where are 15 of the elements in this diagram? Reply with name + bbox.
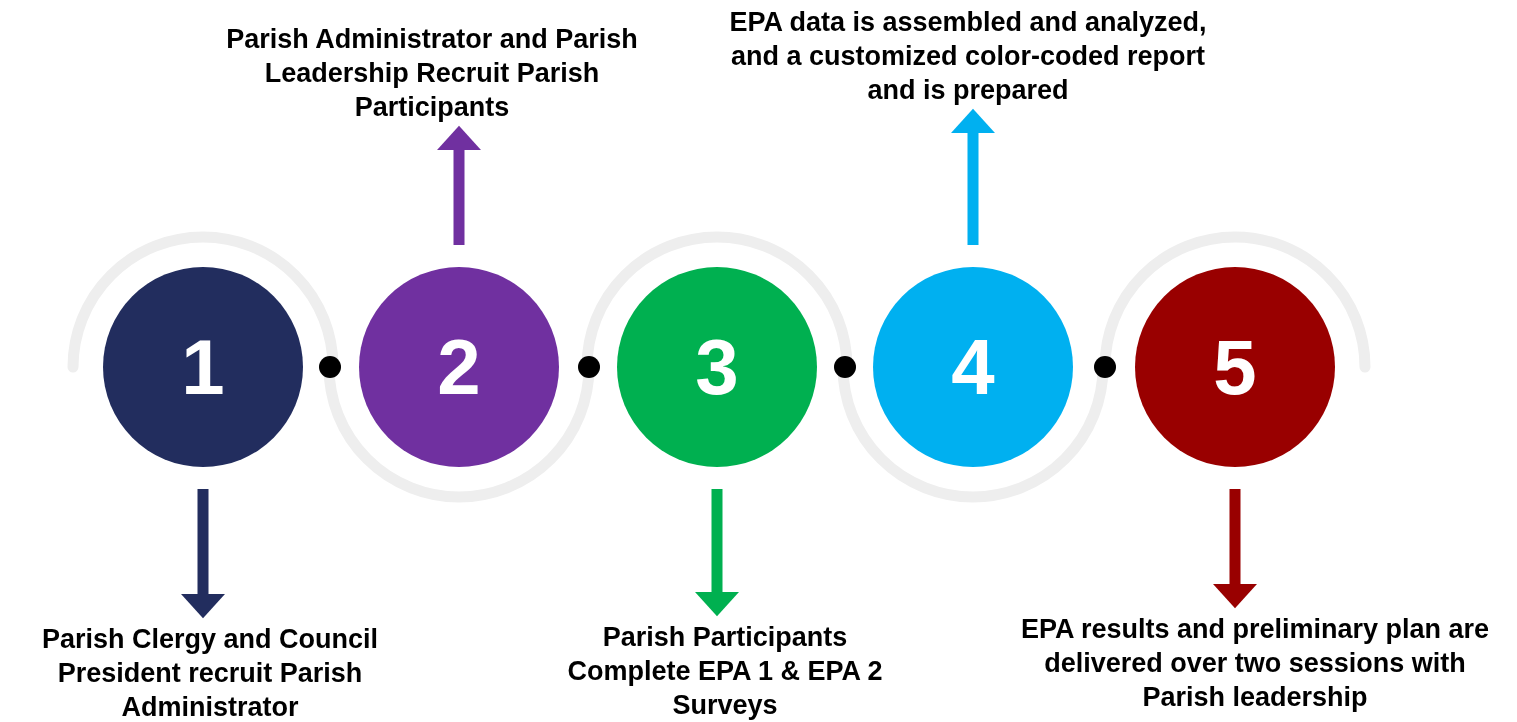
step-description: EPA results and preliminary plan are delivered over two sessions with Parish leadership: [1000, 612, 1510, 714]
step-number: 4: [951, 328, 995, 406]
arrow: [695, 489, 739, 617]
arrow: [437, 125, 481, 245]
step-description: Parish Clergy and Council President recruit Parish Administrator: [10, 622, 410, 722]
step-number: 1: [181, 328, 225, 406]
arrow: [1213, 489, 1257, 609]
step-description: Parish Participants Complete EPA 1 & EPA 2 Surveys: [560, 620, 890, 722]
step-number: 2: [437, 328, 481, 406]
step-description: EPA data is assembled and analyzed, and a customized color-coded report and is prepared: [728, 5, 1208, 107]
step-number: 3: [695, 328, 739, 406]
arrow: [951, 108, 995, 245]
step-description: Parish Administrator and Parish Leadership Recruit Parish Participants: [222, 22, 642, 124]
arrow: [181, 489, 225, 619]
step-number: 5: [1213, 328, 1257, 406]
